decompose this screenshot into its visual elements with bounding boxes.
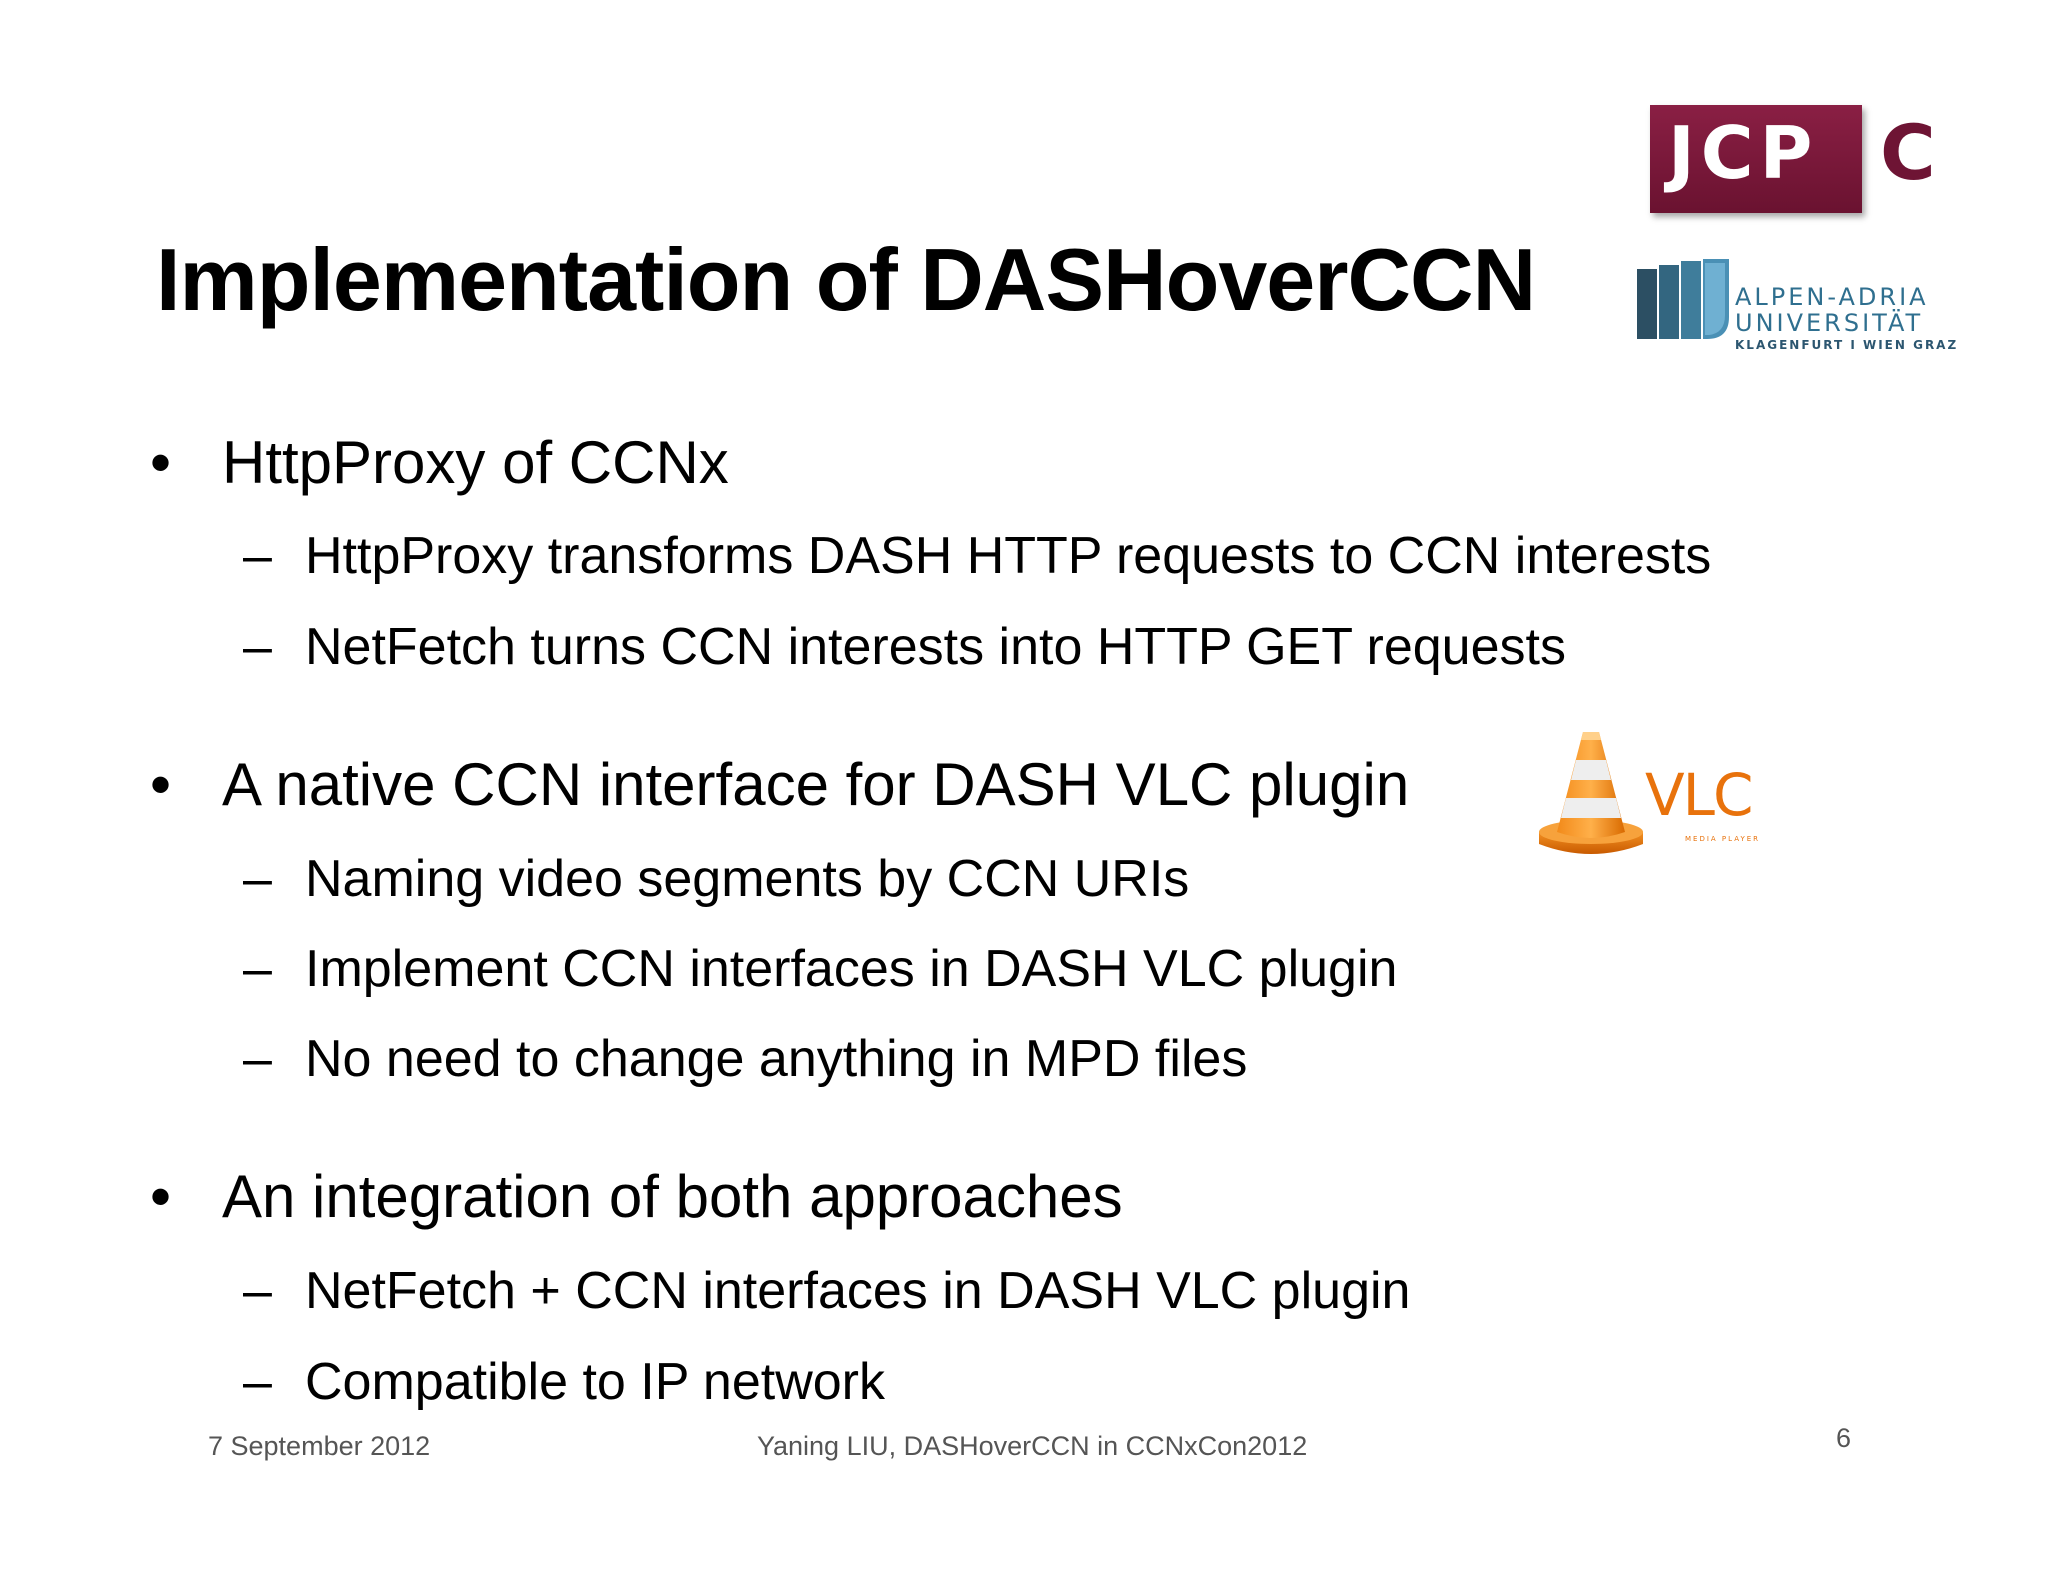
section-3-heading: An integration of both approaches [222,1163,1123,1230]
vlc-logo-text: VLC [1645,761,1753,829]
section-2-item-1-row: –Naming video segments by CCN URIs [243,853,1189,905]
alpen-adria-emblem-icon [1637,259,1729,339]
slide-title: Implementation of DASHoverCCN [156,230,1536,329]
footer-center: Yaning LIU, DASHoverCCN in CCNxCon2012 [757,1431,1308,1461]
vlc-logo: VLC MEDIA PLAYER [1535,728,1758,858]
section-2-item-3-row: –No need to change anything in MPD files [243,1033,1247,1085]
section-2-item-1: Naming video segments by CCN URIs [305,850,1190,908]
sub-bullet-marker: – [243,1262,272,1320]
bullet-marker: • [150,1163,172,1230]
sub-bullet-marker: – [243,1030,272,1088]
jcpc-logo: JCP C [1650,105,1955,217]
vlc-cone-icon [1539,732,1643,854]
alpen-adria-line3: KLAGENFURT I WIEN GRAZ [1735,338,1959,352]
section-2-heading-row: •A native CCN interface for DASH VLC plu… [150,755,1409,815]
bullet-marker: • [150,751,172,818]
section-3-item-1: NetFetch + CCN interfaces in DASH VLC pl… [305,1262,1411,1320]
section-3-item-2-row: –Compatible to IP network [243,1356,885,1408]
section-1-heading: HttpProxy of CCNx [222,429,729,496]
footer-date: 7 September 2012 [208,1431,431,1461]
section-2-item-3: No need to change anything in MPD files [305,1030,1248,1088]
footer-page-number: 6 [1836,1423,1852,1453]
sub-bullet-marker: – [243,850,272,908]
section-1-item-2: NetFetch turns CCN interests into HTTP G… [305,618,1566,676]
sub-bullet-marker: – [243,618,272,676]
section-3-item-1-row: –NetFetch + CCN interfaces in DASH VLC p… [243,1265,1410,1317]
alpen-adria-line2: UNIVERSITÄT [1735,309,1924,337]
section-2-heading: A native CCN interface for DASH VLC plug… [222,751,1410,818]
section-1-item-2-row: –NetFetch turns CCN interests into HTTP … [243,621,1566,673]
section-3-heading-row: •An integration of both approaches [150,1167,1123,1227]
sub-bullet-marker: – [243,940,272,998]
section-2-item-2-row: –Implement CCN interfaces in DASH VLC pl… [243,943,1397,995]
section-2-item-2: Implement CCN interfaces in DASH VLC plu… [305,940,1398,998]
section-3-item-2: Compatible to IP network [305,1353,885,1411]
jcpc-logo-trailing-text: C [1880,108,1936,197]
jcpc-logo-box-text: JCP [1668,111,1819,195]
sub-bullet-marker: – [243,1353,272,1411]
section-1-item-1: HttpProxy transforms DASH HTTP requests … [305,527,1712,585]
alpen-adria-line1: ALPEN-ADRIA [1735,283,1929,311]
jcpc-logo-box: JCP [1650,105,1862,213]
vlc-logo-subtext: MEDIA PLAYER [1685,835,1761,843]
sub-bullet-marker: – [243,527,272,585]
bullet-marker: • [150,429,172,496]
section-1-heading-row: •HttpProxy of CCNx [150,433,729,493]
section-1-item-1-row: –HttpProxy transforms DASH HTTP requests… [243,530,1711,582]
alpen-adria-logo: ALPEN-ADRIA UNIVERSITÄT KLAGENFURT I WIE… [1635,255,1959,355]
